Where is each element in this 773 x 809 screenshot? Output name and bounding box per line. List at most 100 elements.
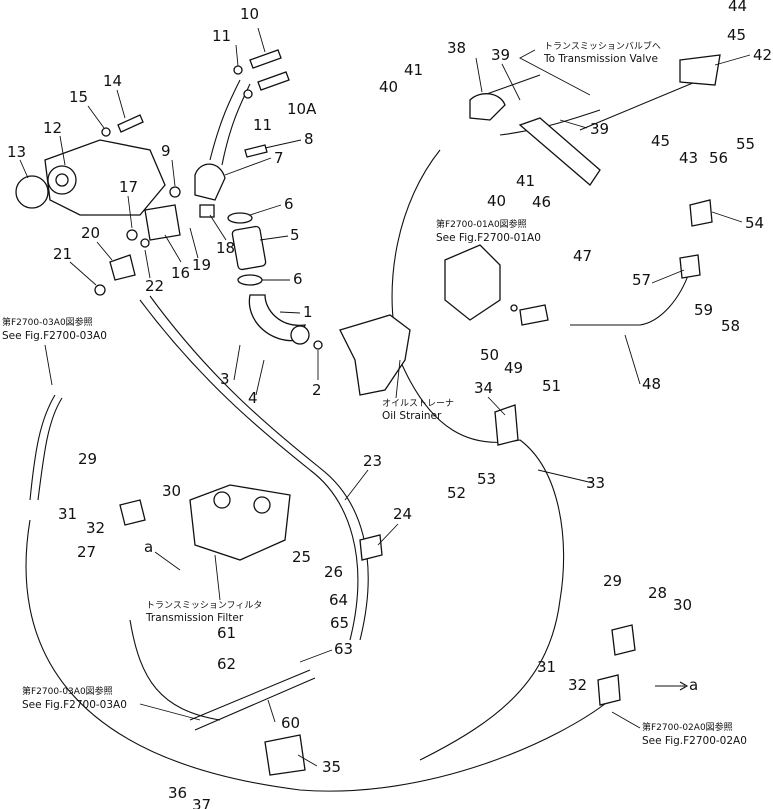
bracket-35 — [264, 734, 306, 776]
note-fig03-bot-jp: 第F2700-03A0図参照 — [22, 685, 113, 697]
hose-5 — [231, 225, 267, 271]
fitting-49 — [519, 304, 549, 326]
callout-10: 10 — [240, 5, 259, 23]
callout-35: 35 — [322, 758, 341, 776]
callout-11b: 11 — [253, 116, 272, 134]
callout-45b: 45 — [651, 132, 670, 150]
transmission-filter — [189, 484, 291, 561]
callout-30b: 30 — [673, 596, 692, 614]
callout-47: 47 — [573, 247, 592, 265]
o-ring-9 — [169, 186, 181, 198]
callout-48: 48 — [642, 375, 661, 393]
callout-37: 37 — [192, 796, 211, 809]
note-fig03-top-en: See Fig.F2700-03A0 — [2, 330, 107, 342]
o-ring-13 — [15, 175, 49, 209]
callout-a-left: a — [144, 538, 153, 556]
callout-36: 36 — [168, 784, 187, 802]
callout-49: 49 — [504, 359, 523, 377]
callout-38: 38 — [447, 39, 466, 57]
callout-a-right: a — [689, 676, 698, 694]
callout-20: 20 — [81, 224, 100, 242]
connection-arrows — [154, 551, 689, 691]
callout-12: 12 — [43, 119, 62, 137]
note-fig02-jp: 第F2700-02A0図参照 — [642, 721, 733, 733]
callout-6a: 6 — [284, 195, 294, 213]
callout-59: 59 — [694, 301, 713, 319]
pump-12 — [44, 139, 166, 216]
callout-31a: 31 — [58, 505, 77, 523]
bracket-42 — [679, 54, 721, 86]
clip-34 — [494, 404, 519, 446]
callout-64: 64 — [329, 591, 348, 609]
callout-22: 22 — [145, 277, 164, 295]
callout-28: 28 — [648, 584, 667, 602]
callout-16: 16 — [171, 264, 190, 282]
callout-32b: 32 — [568, 676, 587, 694]
callout-7: 7 — [274, 149, 284, 167]
note-strainer-jp: オイルストレーナ — [382, 398, 454, 409]
clip-24 — [359, 534, 383, 561]
callout-29b: 29 — [603, 572, 622, 590]
elbow-28 — [611, 624, 636, 656]
pipe-46 — [518, 117, 601, 186]
clamp-6b — [237, 274, 263, 286]
callout-15: 15 — [69, 88, 88, 106]
bolt-10 — [249, 49, 282, 69]
callout-25: 25 — [292, 548, 311, 566]
note-to-valve-jp: トランスミッションバルブへ — [544, 40, 661, 52]
callout-65: 65 — [330, 614, 349, 632]
callout-3: 3 — [220, 370, 230, 388]
valve-side-parts — [444, 54, 721, 326]
callout-32a: 32 — [86, 519, 105, 537]
callout-numbers: 1 2 3 4 5 6 6 7 8 9 10 10A 11 11 12 13 1… — [7, 0, 772, 809]
callout-13: 13 — [7, 143, 26, 161]
flange-7 — [194, 163, 226, 201]
callout-57: 57 — [632, 271, 651, 289]
callout-19: 19 — [192, 256, 211, 274]
callout-39b: 39 — [590, 120, 609, 138]
callout-50: 50 — [480, 346, 499, 364]
bolt-14 — [117, 114, 144, 133]
note-strainer-en: Oil Strainer — [382, 410, 442, 422]
callout-21: 21 — [53, 245, 72, 263]
callout-42: 42 — [753, 46, 772, 64]
washer-22 — [140, 238, 150, 248]
note-fig03-bot-en: See Fig.F2700-03A0 — [22, 699, 127, 711]
reference-notes: トランスミッションバルブへ To Transmission Valve 第F27… — [2, 40, 747, 747]
callout-10a: 10A — [287, 100, 317, 118]
callout-61: 61 — [217, 624, 236, 642]
elbow-38 — [469, 93, 506, 121]
callout-2: 2 — [312, 381, 322, 399]
oil-strainer — [339, 314, 411, 396]
callout-29a: 29 — [78, 450, 97, 468]
elbow-27 — [119, 499, 146, 526]
note-fig01-jp: 第F2700-01A0図参照 — [436, 218, 527, 230]
filter-assembly — [119, 404, 636, 776]
plug-8 — [244, 144, 268, 158]
callout-4: 4 — [248, 389, 258, 407]
bolt-18 — [199, 204, 215, 218]
callout-31b: 31 — [537, 658, 556, 676]
callout-41b: 41 — [516, 172, 535, 190]
nut-21 — [94, 284, 106, 296]
suction-parts — [194, 163, 411, 396]
callout-54: 54 — [745, 214, 764, 232]
note-filter-en: Transmission Filter — [145, 612, 244, 624]
block-16 — [144, 204, 181, 241]
pump-assembly — [15, 139, 181, 296]
callout-9: 9 — [161, 142, 171, 160]
callout-14: 14 — [103, 72, 122, 90]
callout-51: 51 — [542, 377, 561, 395]
clip-57 — [679, 254, 701, 279]
callout-26: 26 — [324, 563, 343, 581]
note-fig02-en: See Fig.F2700-02A0 — [642, 735, 747, 747]
callout-45a: 45 — [727, 26, 746, 44]
callout-55: 55 — [736, 135, 755, 153]
callout-56: 56 — [709, 149, 728, 167]
callout-58: 58 — [721, 317, 740, 335]
clamp-6a — [227, 212, 253, 224]
callout-30a: 30 — [162, 482, 181, 500]
callout-33: 33 — [586, 474, 605, 492]
callout-43: 43 — [679, 149, 698, 167]
